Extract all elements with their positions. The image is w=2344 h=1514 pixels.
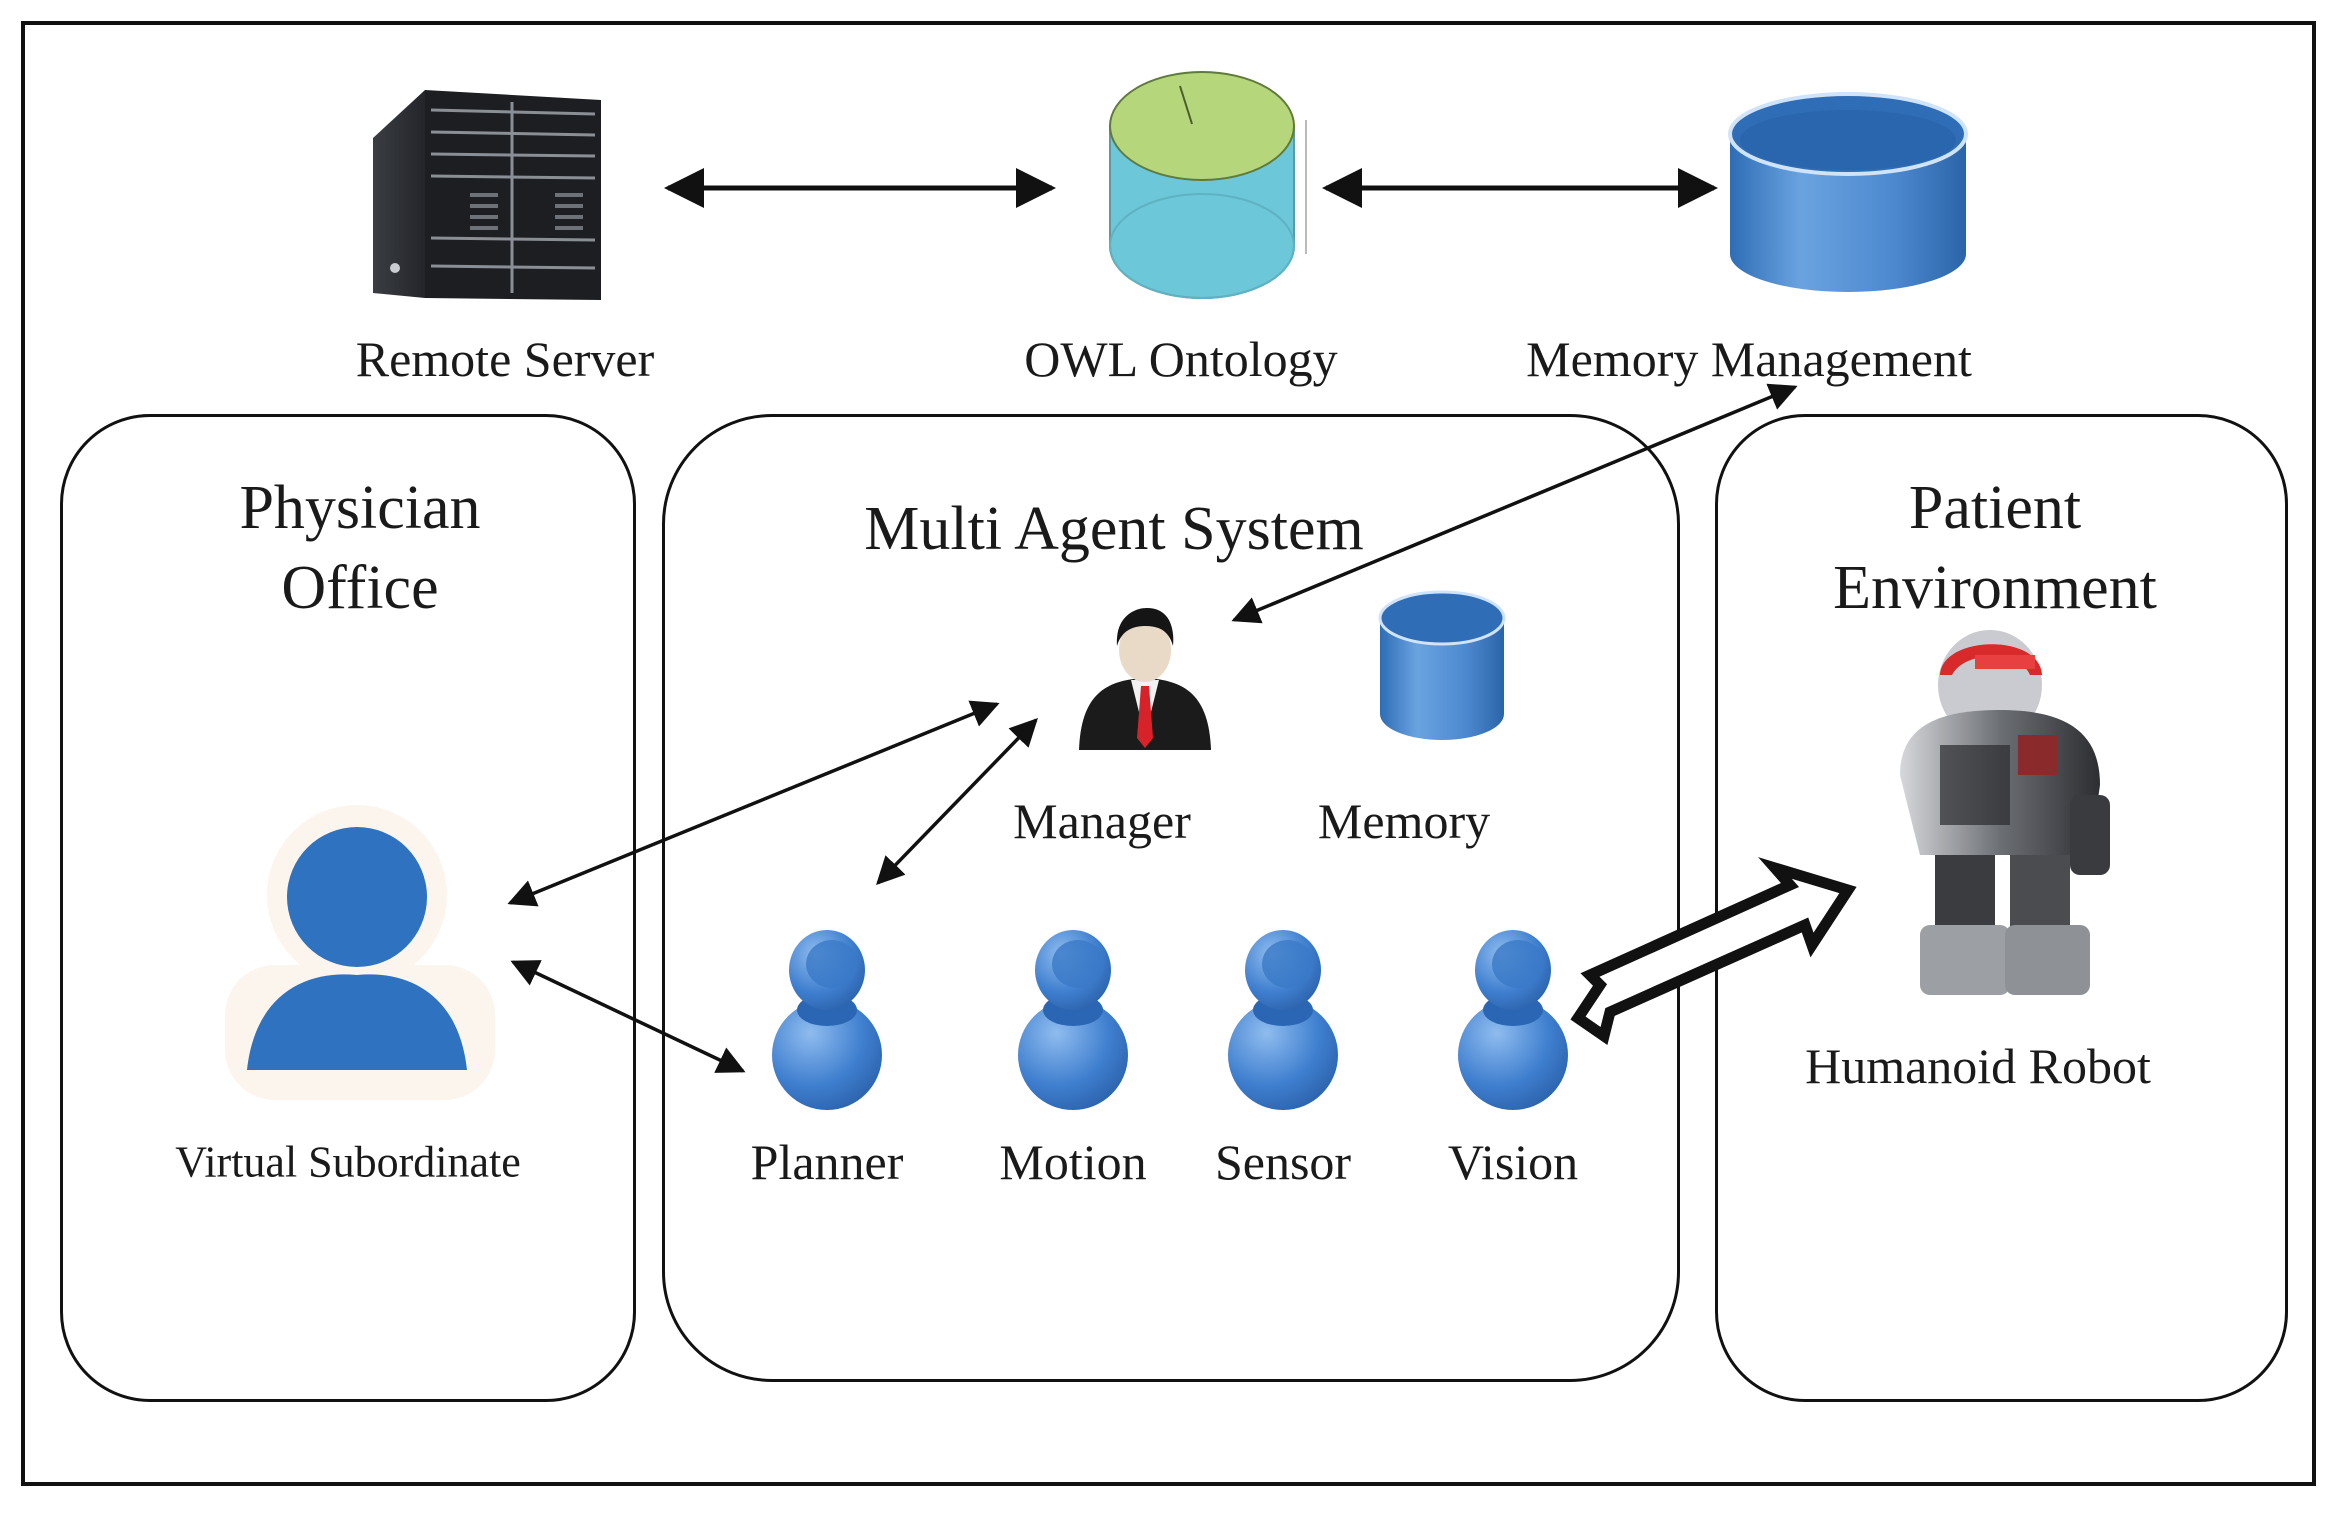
diagram-frame — [21, 21, 2316, 1486]
agent-label-sensor: Sensor — [1214, 1134, 1352, 1190]
server-rack-icon — [373, 90, 601, 300]
arrow-subordinate-planner — [510, 960, 746, 1073]
patient-environment-title: Patient Environment — [1833, 468, 2157, 628]
patient-title-line2: Environment — [1833, 554, 2157, 622]
humanoid-robot-label: Humanoid Robot — [1805, 1038, 2151, 1094]
physician-title-line2: Office — [281, 554, 439, 622]
agent-person-icon — [1018, 930, 1128, 1110]
agent-label-motion: Motion — [999, 1134, 1147, 1190]
memory-management-label: Memory Management — [1526, 331, 1972, 387]
remote-server-label: Remote Server — [355, 331, 655, 387]
manager-label: Manager — [1013, 793, 1191, 849]
agent-label-vision: Vision — [1447, 1134, 1579, 1190]
patient-environment-panel — [1715, 414, 2288, 1402]
arrow-planner-manager — [876, 717, 1038, 886]
humanoid-robot-icon — [1900, 630, 2110, 995]
agent-person-icon — [1228, 930, 1338, 1110]
agent-person-icon — [772, 930, 882, 1110]
arrow-subordinate-manager — [507, 700, 1000, 907]
businessman-icon — [1079, 608, 1211, 750]
physician-office-panel — [60, 414, 636, 1402]
arrow-memory-management-manager — [1231, 383, 1798, 624]
user-silhouette-icon — [225, 805, 495, 1100]
agent-person-icon — [1458, 930, 1568, 1110]
physician-office-title: Physician Office — [239, 468, 480, 628]
patient-title-line1: Patient — [1908, 474, 2082, 542]
agent-label-planner: Planner — [750, 1134, 904, 1190]
virtual-subordinate-label: Virtual Subordinate — [175, 1137, 521, 1187]
memory-management-database-icon — [1728, 92, 1968, 292]
owl-ontology-cylinder-icon — [1109, 71, 1307, 299]
hollow-arrow-vision-robot — [1570, 857, 1857, 1046]
owl-ontology-label: OWL Ontology — [1024, 331, 1338, 387]
physician-title-line1: Physician — [239, 474, 481, 542]
memory-label: Memory — [1317, 793, 1491, 849]
